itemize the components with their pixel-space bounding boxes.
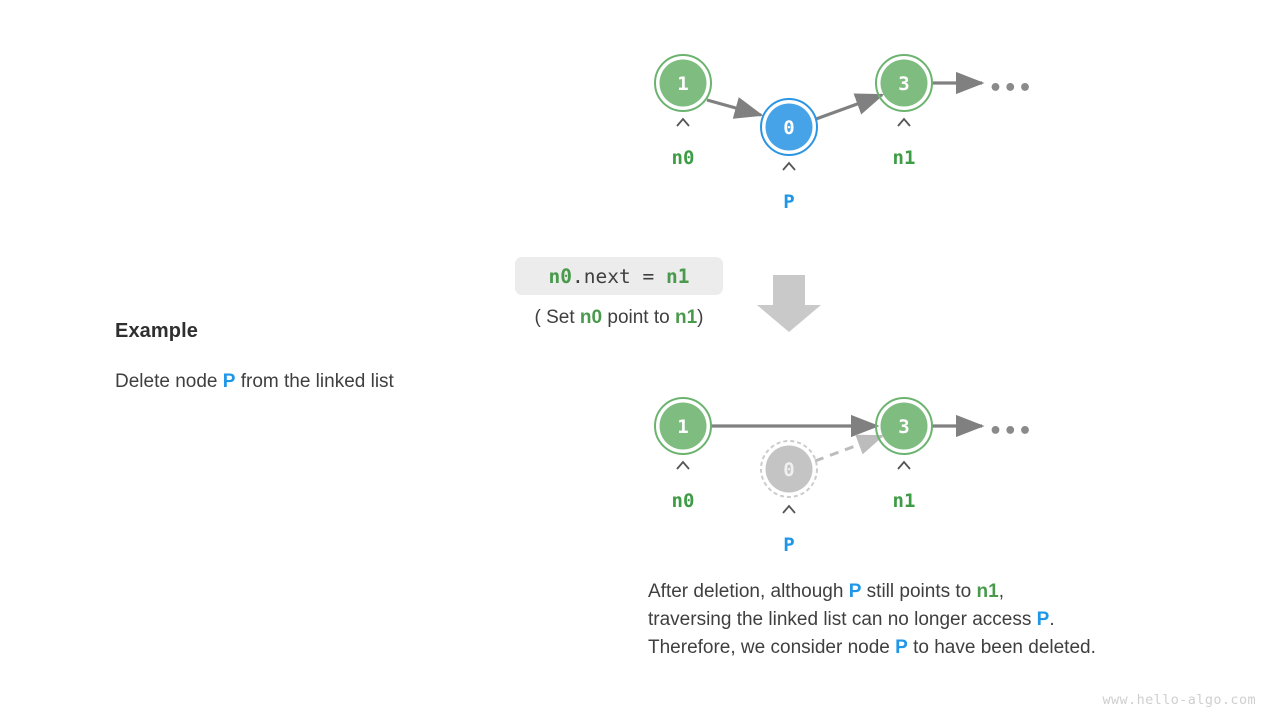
caret-icon — [782, 504, 796, 514]
code-snippet: n0.next = n1 — [515, 257, 723, 295]
example-desc-prefix: Delete node — [115, 371, 223, 392]
caret-icon — [897, 117, 911, 127]
link-p-to-n1-stale — [814, 434, 885, 463]
conclusion-l2-p: P — [1036, 609, 1050, 630]
code-var-n0: n0 — [548, 264, 573, 288]
caption-var-n0: n0 — [579, 307, 603, 328]
node-value: 0 — [783, 459, 794, 481]
node-value: 0 — [783, 117, 794, 139]
diagram-before-deletion: 1 n0 0 P 3 n1 ••• — [654, 54, 1033, 213]
caret-icon — [676, 117, 690, 127]
node-value: 3 — [898, 73, 909, 95]
pointer-label-n1: n1 — [893, 490, 916, 512]
conclusion-l3-b: to have been deleted. — [907, 637, 1096, 658]
conclusion-l1-p: P — [848, 581, 862, 602]
pointer-label-n0: n0 — [672, 147, 695, 169]
caret-icon — [897, 460, 911, 470]
node-value: 1 — [677, 416, 688, 438]
diagram-after-deletion: 1 n0 0 P 3 n1 ••• — [654, 397, 1033, 556]
node-p-before[interactable]: 0 — [760, 98, 818, 156]
caret-icon — [782, 161, 796, 171]
pointer-label-n0: n0 — [672, 490, 695, 512]
caret-icon — [676, 460, 690, 470]
node-value: 1 — [677, 73, 688, 95]
watermark: www.hello-algo.com — [1102, 692, 1256, 708]
example-desc-suffix: from the linked list — [235, 371, 394, 392]
example-description: Delete node P from the linked list — [115, 371, 535, 394]
conclusion-text: After deletion, although P still points … — [648, 578, 1248, 662]
conclusion-l1-c: , — [998, 581, 1004, 602]
page-title: Example — [115, 320, 198, 342]
tail-ellipsis: ••• — [989, 76, 1033, 101]
conclusion-l3-a: Therefore, we consider node — [648, 637, 896, 658]
caption-close: ) — [697, 307, 704, 328]
code-caption: ( Set n0 point to n1) — [515, 307, 723, 329]
conclusion-l3-p: P — [895, 637, 908, 658]
conclusion-line-1: After deletion, although P still points … — [648, 578, 1248, 606]
node-n1-before[interactable]: 3 — [875, 54, 933, 112]
node-n0-before[interactable]: 1 — [654, 54, 712, 112]
caption-var-n1: n1 — [674, 307, 698, 328]
down-block-arrow-icon — [757, 275, 821, 332]
conclusion-l1-b: still points to — [861, 581, 977, 602]
node-p-after-deleted[interactable]: 0 — [760, 440, 818, 498]
caption-middle: point to — [602, 307, 675, 328]
conclusion-l1-n1: n1 — [976, 581, 999, 602]
conclusion-l2-a: traversing the linked list can no longer… — [648, 609, 1037, 630]
tail-ellipsis: ••• — [989, 419, 1033, 444]
link-n0-to-p — [706, 97, 764, 119]
code-middle: .next = — [572, 264, 666, 288]
conclusion-l2-b: . — [1049, 609, 1055, 630]
example-desc-token-p: P — [222, 371, 236, 392]
pointer-label-n1: n1 — [893, 147, 916, 169]
example-block: Example Delete node P from the linked li… — [115, 320, 535, 394]
link-p-to-n1 — [815, 93, 885, 121]
node-n0-after[interactable]: 1 — [654, 397, 712, 455]
code-var-n1: n1 — [665, 264, 690, 288]
node-value: 3 — [898, 416, 909, 438]
caption-open: ( Set — [534, 307, 580, 328]
pointer-label-p: P — [783, 534, 794, 556]
conclusion-line-3: Therefore, we consider node P to have be… — [648, 634, 1248, 662]
pointer-label-p: P — [783, 191, 794, 213]
conclusion-l1-a: After deletion, although — [648, 581, 849, 602]
conclusion-line-2: traversing the linked list can no longer… — [648, 606, 1248, 634]
node-n1-after[interactable]: 3 — [875, 397, 933, 455]
